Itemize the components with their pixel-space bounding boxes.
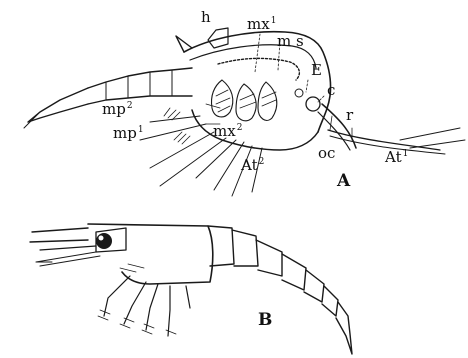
label-c: c xyxy=(327,83,335,98)
label-oc: oc xyxy=(318,146,335,161)
label-ms: m s xyxy=(277,34,304,49)
label-At1-base: At xyxy=(385,148,402,166)
label-mp1-base: mp xyxy=(113,124,137,142)
label-mx2: mx2 xyxy=(213,124,242,139)
panel-label-b: B xyxy=(258,312,272,329)
panel-label-a: A xyxy=(337,173,350,190)
label-h: h xyxy=(201,10,211,25)
label-r: r xyxy=(346,108,353,123)
label-mx1: mx1 xyxy=(247,17,276,32)
label-mp2-base: mp xyxy=(102,100,126,118)
label-mp1: mp1 xyxy=(113,126,144,141)
label-mx1-sup: 1 xyxy=(271,16,277,26)
label-mx2-base: mx xyxy=(213,122,236,140)
label-mp1-sup: 1 xyxy=(138,125,144,135)
label-At1: At1 xyxy=(385,150,408,165)
label-mx1-base: mx xyxy=(247,15,270,33)
label-At2-base: At xyxy=(241,156,258,174)
label-mp2: mp2 xyxy=(102,102,133,117)
label-At2: At2 xyxy=(241,158,264,173)
larva-b-drawing xyxy=(30,224,352,354)
label-mx2-sup: 2 xyxy=(237,123,243,133)
label-mp2-sup: 2 xyxy=(127,101,133,111)
label-At2-sup: 2 xyxy=(259,157,265,167)
label-E: E xyxy=(311,63,322,78)
label-At1-sup: 1 xyxy=(403,149,409,159)
